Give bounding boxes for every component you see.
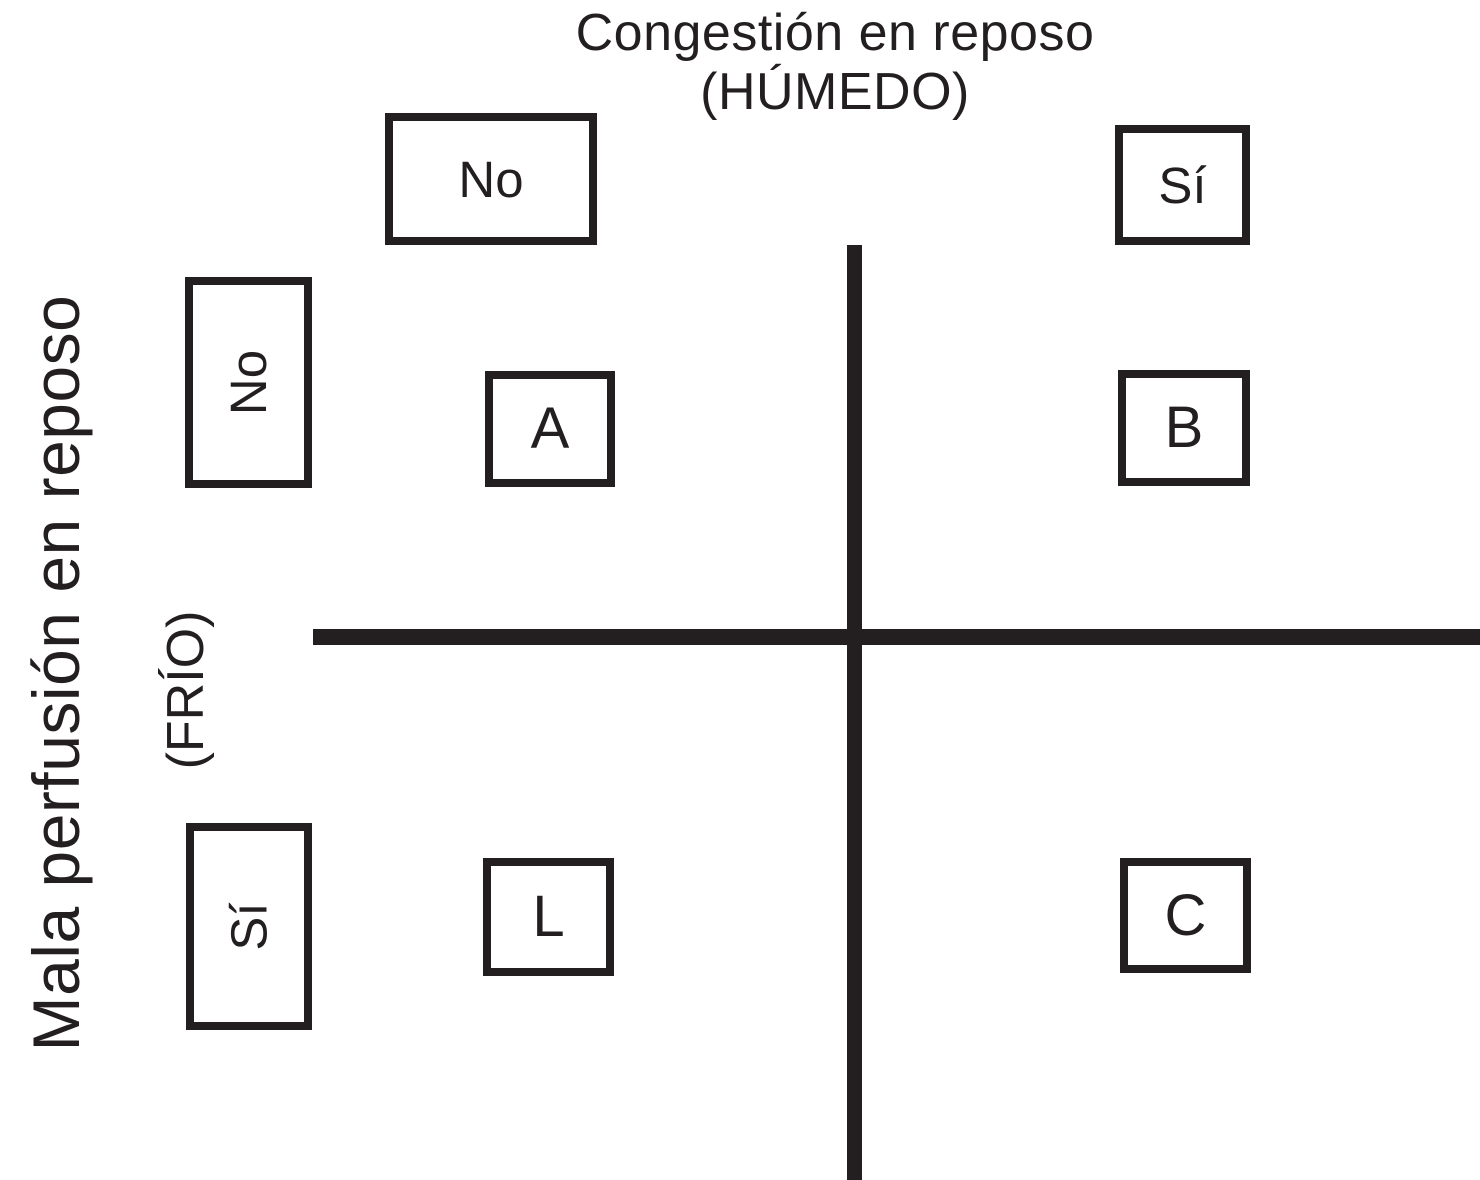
row-header-si-label: Sí — [220, 902, 278, 951]
column-header-no-box: No — [385, 113, 597, 245]
column-header-si-box: Sí — [1115, 125, 1250, 245]
row-header-no-box: No — [185, 277, 312, 488]
quadrant-a-box: A — [485, 371, 615, 487]
quadrant-l-label: L — [532, 884, 565, 949]
diagram-title-line2: (HÚMEDO) — [700, 63, 970, 121]
quadrant-b-box: B — [1118, 370, 1250, 486]
row-header-si-box: Sí — [186, 823, 312, 1030]
diagram-title-line1: Congestión en reposo — [575, 4, 1095, 62]
column-header-no-label: No — [458, 150, 524, 208]
axis-vertical-line — [847, 245, 862, 1180]
y-axis-label: Mala perfusión en reposo — [19, 294, 93, 1052]
quadrant-b-label: B — [1164, 395, 1204, 460]
quadrant-c-label: C — [1164, 882, 1207, 948]
diagram-title: Congestión en reposo (HÚMEDO) — [400, 4, 1270, 122]
quadrant-a-label: A — [530, 396, 570, 461]
axis-horizontal-line — [313, 629, 1480, 645]
quadrant-l-box: L — [483, 858, 614, 976]
quadrant-c-box: C — [1120, 858, 1251, 973]
column-header-si-label: Sí — [1158, 156, 1207, 214]
y-axis-sublabel: (FRÍO) — [157, 610, 215, 770]
row-header-no-label: No — [219, 349, 277, 416]
